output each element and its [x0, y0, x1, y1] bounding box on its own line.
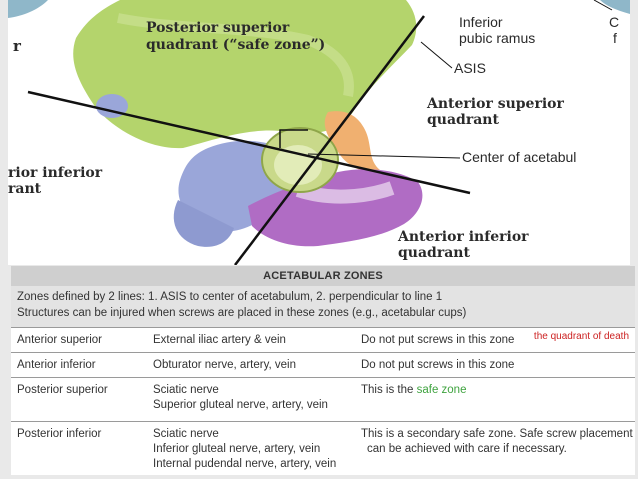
bone-fragment-top-right [600, 0, 630, 14]
label-inferior-pubic-2: pubic ramus [459, 30, 536, 46]
quadrant-of-death-annotation: the quadrant of death [533, 331, 629, 342]
advice-line: can be achieved with care if necessary. [367, 443, 567, 455]
structures-cell: Obturator nerve, artery, vein [153, 359, 296, 371]
asis-to-center-line [234, 15, 425, 265]
zone-cell: Posterior superior [17, 384, 108, 396]
zone-cell: Posterior inferior [17, 428, 102, 440]
table-row: Posterior inferior Sciatic nerve Inferio… [11, 421, 635, 475]
label-anterior-inferior-1: Anterior inferior [398, 229, 529, 245]
anterior-superior-region [324, 111, 380, 172]
right-edge-leader-line [593, 0, 613, 11]
advice-cell: This is a secondary safe zone. Safe scre… [361, 427, 633, 457]
advice-prefix: This is the [361, 384, 417, 396]
label-posterior-superior-1: Posterior superior [146, 20, 290, 36]
label-posterior-inferior-1: rior inferior [8, 165, 103, 181]
advice-line: This is a secondary safe zone. Safe scre… [361, 428, 633, 440]
structures-cell: External iliac artery & vein [153, 334, 286, 346]
acetabulum-illustration: r Posterior superior quadrant (“safe zon… [8, 0, 630, 265]
label-anterior-superior-1: Anterior superior [427, 96, 564, 112]
structure-line: Inferior gluteal nerve, artery, vein [153, 443, 321, 455]
label-posterior-superior-2: quadrant (“safe zone”) [146, 37, 326, 53]
description-line-1: Zones defined by 2 lines: 1. ASIS to cen… [17, 291, 443, 303]
acetabular-zones-table: ACETABULAR ZONES Zones defined by 2 line… [11, 266, 635, 475]
advice-cell: Do not put screws in this zone [361, 334, 515, 346]
acetabulum-fossa [274, 145, 322, 185]
structure-line: Superior gluteal nerve, artery, vein [153, 399, 328, 411]
label-edge-left: r [13, 37, 21, 55]
perpendicular-line [27, 90, 471, 195]
structures-cell: Sciatic nerve Inferior gluteal nerve, ar… [153, 427, 336, 472]
ischial-tuberosity [173, 200, 234, 247]
table-row: Posterior superior Sciatic nerve Superio… [11, 377, 635, 422]
label-anterior-superior-2: quadrant [427, 112, 499, 128]
center-leader-line [307, 153, 461, 159]
center-marker [279, 129, 308, 148]
zone-cell: Anterior superior [17, 334, 103, 346]
structure-line: Sciatic nerve [153, 384, 219, 396]
label-edge-right-top: C [609, 14, 620, 30]
label-asis: ASIS [454, 60, 486, 76]
description-line-2: Structures can be injured when screws ar… [17, 307, 467, 319]
label-anterior-inferior-2: quadrant [398, 245, 470, 261]
label-inferior-pubic-1: Inferior [459, 14, 503, 30]
obturator-foramen-outline [295, 181, 395, 204]
safe-zone-highlight: safe zone [416, 384, 467, 396]
ilium-highlight [117, 13, 354, 97]
label-center-of-acetabulum: Center of acetabul [462, 149, 577, 165]
structure-line: Internal pudendal nerve, artery, vein [153, 458, 337, 470]
zone-cell: Anterior inferior [17, 359, 96, 371]
structure-line: Sciatic nerve [153, 428, 219, 440]
structures-cell: Sciatic nerve Superior gluteal nerve, ar… [153, 383, 328, 413]
table-description: Zones defined by 2 lines: 1. ASIS to cen… [11, 286, 635, 327]
ilium-region [73, 0, 417, 149]
label-posterior-inferior-2: rant [8, 181, 42, 197]
table-row: Anterior inferior Obturator nerve, arter… [11, 352, 635, 378]
table-title: ACETABULAR ZONES [11, 266, 635, 286]
pelvis-drawing [8, 0, 630, 265]
bone-fragment-top-left [8, 0, 48, 18]
table-row: Anterior superior External iliac artery … [11, 327, 635, 353]
asis-leader-line [420, 41, 453, 69]
advice-cell: This is the safe zone [361, 383, 466, 398]
advice-cell: Do not put screws in this zone [361, 359, 515, 371]
label-edge-right-bottom: f [613, 30, 617, 46]
